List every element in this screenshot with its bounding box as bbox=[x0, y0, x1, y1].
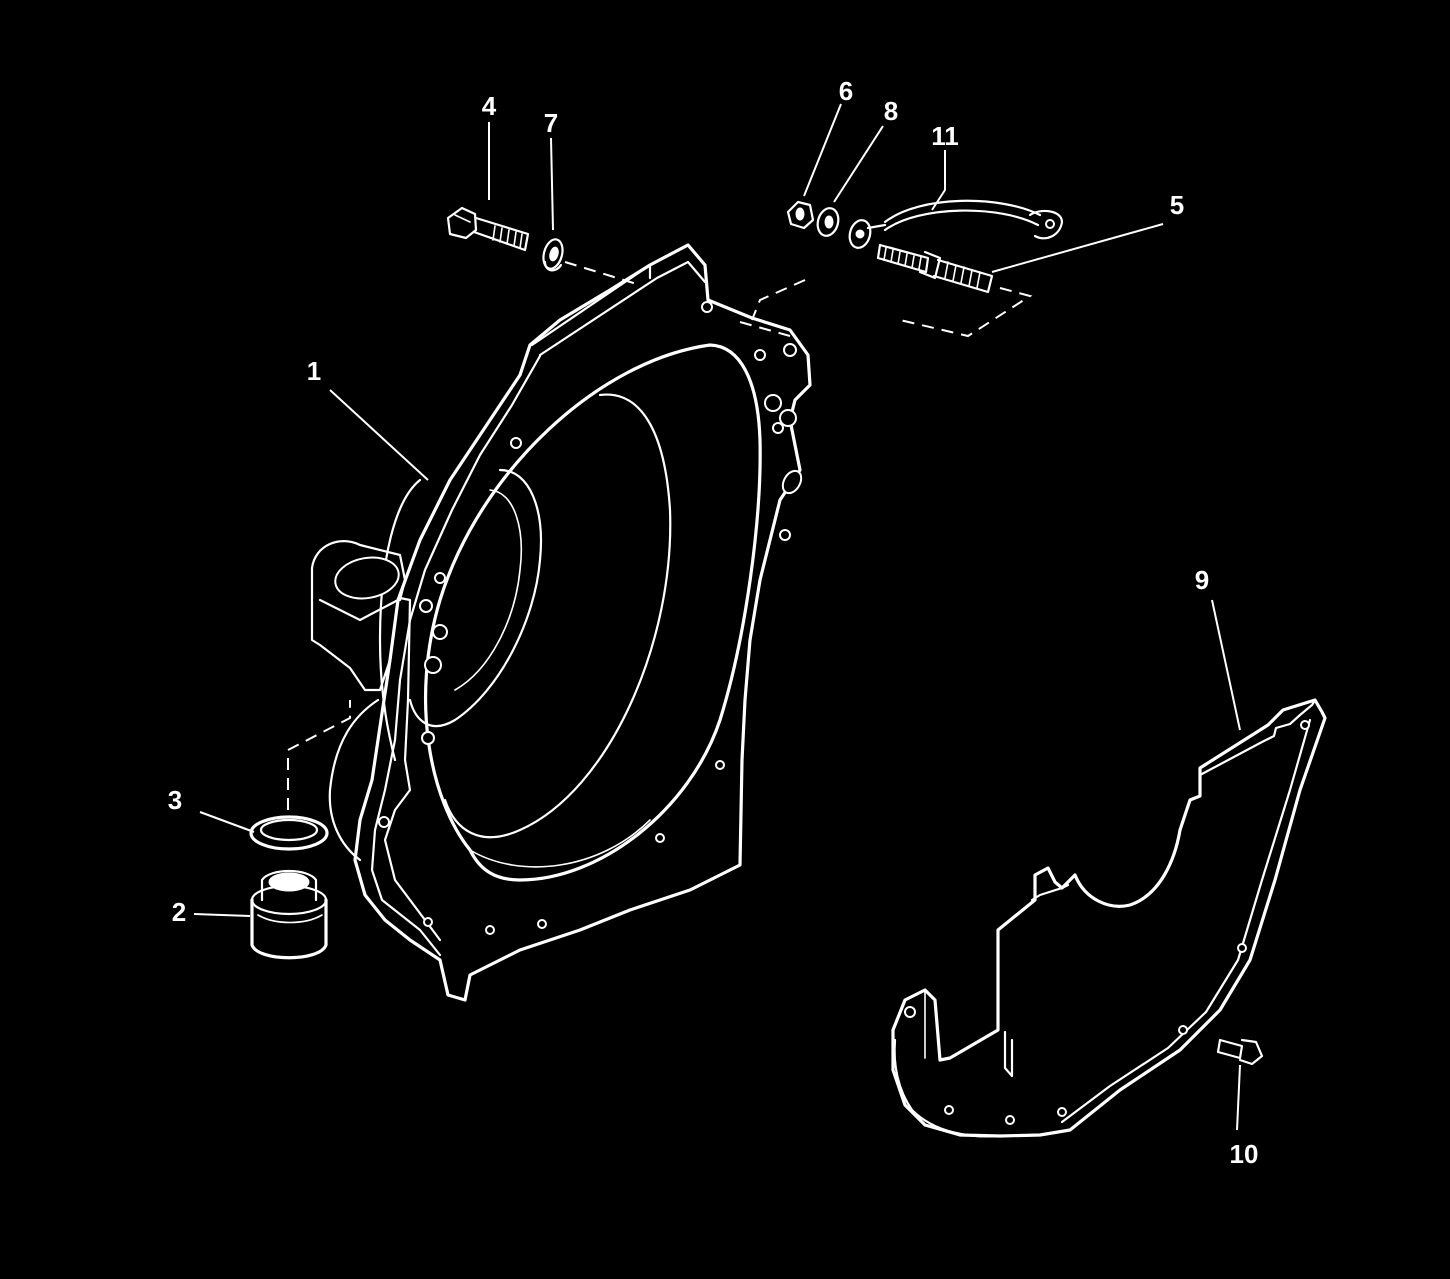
callout-10: 10 bbox=[1230, 1139, 1259, 1169]
leader-lines bbox=[193, 103, 1241, 1131]
callout-5: 5 bbox=[1170, 190, 1184, 220]
callout-2: 2 bbox=[172, 897, 186, 927]
callout-8: 8 bbox=[884, 96, 898, 126]
stud-5-alignment-line bbox=[751, 279, 1033, 338]
washer-7 bbox=[542, 238, 564, 272]
callout-1: 1 bbox=[307, 356, 321, 386]
flywheel-housing bbox=[287, 243, 812, 1002]
bushing bbox=[250, 870, 328, 960]
stud-5 bbox=[876, 243, 994, 294]
callout-4: 4 bbox=[482, 91, 497, 121]
ground-strap-11 bbox=[848, 199, 1064, 249]
bolt-4 bbox=[446, 206, 530, 252]
seal-ring bbox=[249, 815, 329, 851]
stud-5-alignment-line-2 bbox=[739, 321, 791, 337]
nut-6 bbox=[786, 200, 815, 230]
callout-6: 6 bbox=[839, 76, 853, 106]
callout-11: 11 bbox=[931, 121, 959, 151]
callout-labels: 1 2 3 4 5 6 7 8 9 10 11 bbox=[168, 76, 1259, 1169]
callout-7: 7 bbox=[544, 108, 558, 138]
bolt-4-alignment-line bbox=[564, 261, 641, 286]
callout-9: 9 bbox=[1195, 565, 1209, 595]
callout-3: 3 bbox=[168, 785, 182, 815]
cover-plate-9 bbox=[891, 698, 1327, 1138]
lock-washer-8 bbox=[816, 207, 840, 237]
screw-10 bbox=[1216, 1038, 1264, 1066]
